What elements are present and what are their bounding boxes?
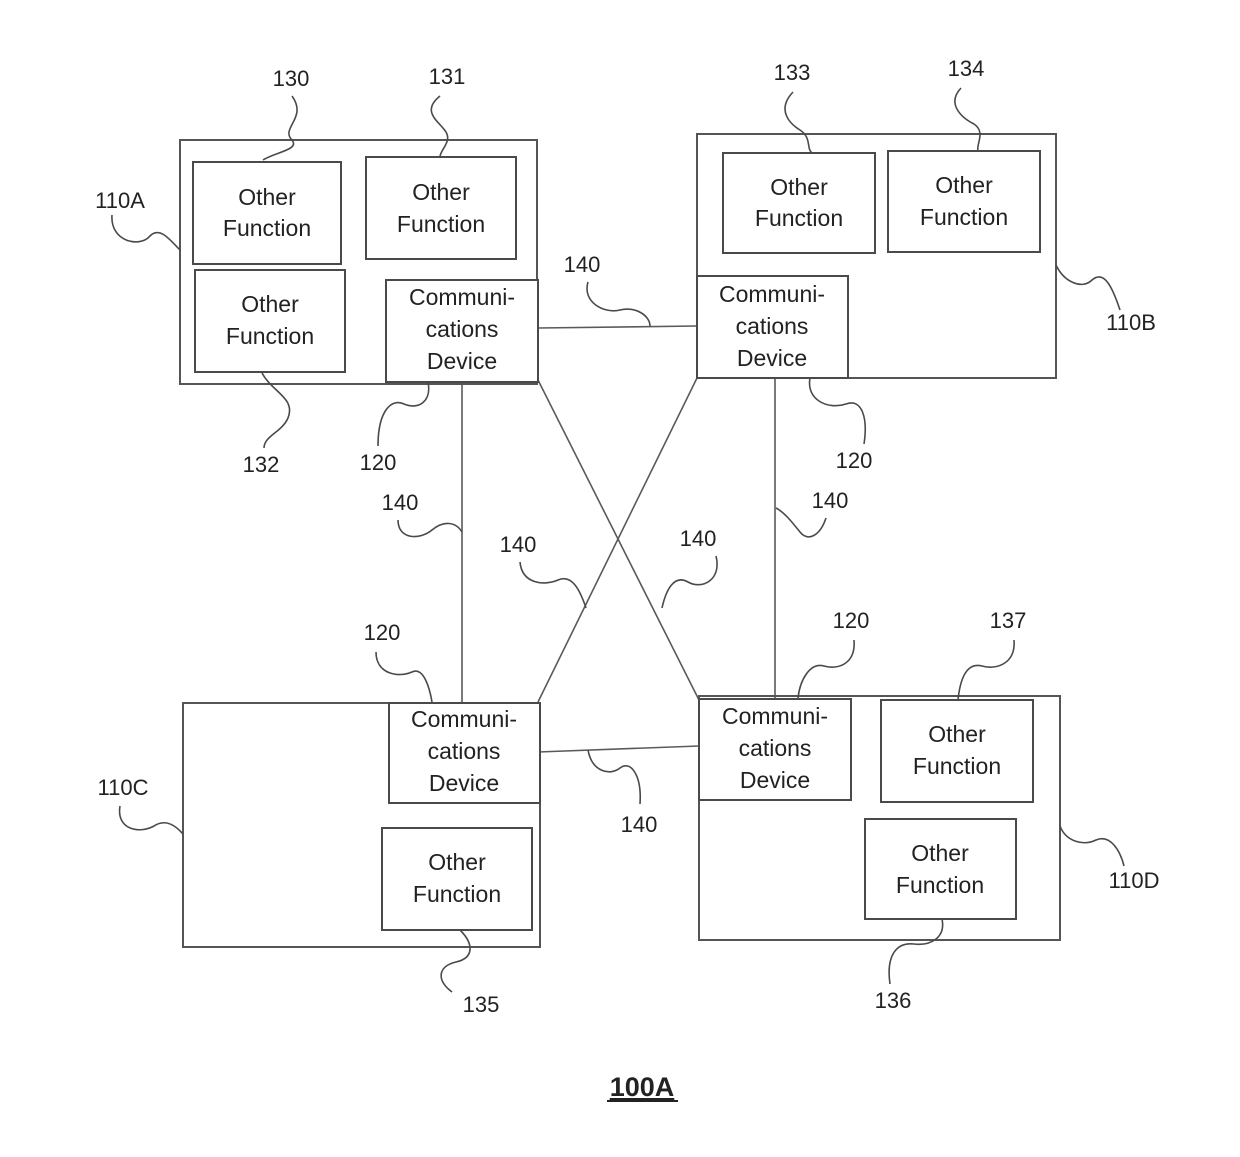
- function-134: [888, 151, 1040, 252]
- function-131-line1: Other: [412, 179, 470, 205]
- leader-130: [263, 96, 297, 160]
- comm-device-b-line1: Communi-: [719, 281, 825, 307]
- leader-120-d: [798, 640, 854, 698]
- ref-137: 137: [990, 608, 1027, 633]
- function-135-line1: Other: [428, 849, 486, 875]
- leader-140-cd: [588, 750, 640, 804]
- leader-134: [955, 88, 980, 151]
- function-132-line1: Other: [241, 291, 299, 317]
- function-130: [193, 162, 341, 264]
- comm-device-d-line3: Device: [740, 767, 810, 793]
- ref-140-bd: 140: [812, 488, 849, 513]
- leader-136: [889, 919, 942, 984]
- ref-140-ab: 140: [564, 252, 601, 277]
- leader-135: [441, 930, 470, 992]
- comm-device-a-line1: Communi-: [409, 284, 515, 310]
- function-134-line2: Function: [920, 204, 1008, 230]
- comm-device-d-line1: Communi-: [722, 703, 828, 729]
- function-133-line1: Other: [770, 174, 828, 200]
- ref-110b: 110B: [1106, 310, 1156, 335]
- ref-110d: 110D: [1109, 868, 1160, 893]
- function-136-line2: Function: [896, 872, 984, 898]
- function-135-line2: Function: [413, 881, 501, 907]
- leader-140-bc: [520, 562, 586, 608]
- function-134-line1: Other: [935, 172, 993, 198]
- ref-120-b: 120: [836, 448, 873, 473]
- comm-device-c-line2: cations: [428, 738, 501, 764]
- function-133: [723, 153, 875, 253]
- leader-140-ad: [662, 556, 717, 608]
- comm-device-b-line3: Device: [737, 345, 807, 371]
- ref-130: 130: [273, 66, 310, 91]
- ref-110a: 110A: [95, 188, 145, 213]
- ref-120-a: 120: [360, 450, 397, 475]
- comm-device-a-line3: Device: [427, 348, 497, 374]
- leader-133: [785, 92, 812, 153]
- function-136: [865, 819, 1016, 919]
- function-130-line2: Function: [223, 215, 311, 241]
- leader-120-a: [378, 382, 429, 446]
- leader-140-ab: [587, 282, 650, 326]
- leader-110a: [112, 215, 180, 250]
- comm-device-c-line3: Device: [429, 770, 499, 796]
- figure-label: 100A: [610, 1072, 675, 1102]
- ref-140-ad: 140: [680, 526, 717, 551]
- function-133-line2: Function: [755, 205, 843, 231]
- link-a-b: [538, 326, 697, 328]
- leader-131: [431, 96, 447, 157]
- ref-140-bc: 140: [500, 532, 537, 557]
- leader-110b: [1056, 265, 1120, 310]
- function-137-line2: Function: [913, 753, 1001, 779]
- ref-140-cd: 140: [621, 812, 658, 837]
- ref-120-d: 120: [833, 608, 870, 633]
- function-130-line1: Other: [238, 184, 296, 210]
- function-131: [366, 157, 516, 259]
- function-131-line2: Function: [397, 211, 485, 237]
- ref-134: 134: [948, 56, 985, 81]
- leader-120-c: [376, 652, 432, 702]
- ref-120-c: 120: [364, 620, 401, 645]
- function-137-line1: Other: [928, 721, 986, 747]
- function-137: [881, 700, 1033, 802]
- function-136-line1: Other: [911, 840, 969, 866]
- ref-136: 136: [875, 988, 912, 1013]
- comm-device-b-line2: cations: [736, 313, 809, 339]
- leader-137: [958, 640, 1014, 700]
- ref-132: 132: [243, 452, 280, 477]
- ref-110c: 110C: [98, 775, 149, 800]
- ref-133: 133: [774, 60, 811, 85]
- comm-device-c-line1: Communi-: [411, 706, 517, 732]
- function-132-line2: Function: [226, 323, 314, 349]
- leader-110c: [120, 806, 183, 834]
- leader-110d: [1060, 826, 1124, 866]
- comm-device-a-line2: cations: [426, 316, 499, 342]
- ref-140-ac: 140: [382, 490, 419, 515]
- function-135: [382, 828, 532, 930]
- ref-135: 135: [463, 992, 500, 1017]
- leader-120-b: [810, 378, 866, 444]
- ref-131: 131: [429, 64, 466, 89]
- comm-device-d-line2: cations: [739, 735, 812, 761]
- link-c-d: [538, 746, 699, 752]
- leader-140-ac: [398, 520, 462, 537]
- function-132: [195, 270, 345, 372]
